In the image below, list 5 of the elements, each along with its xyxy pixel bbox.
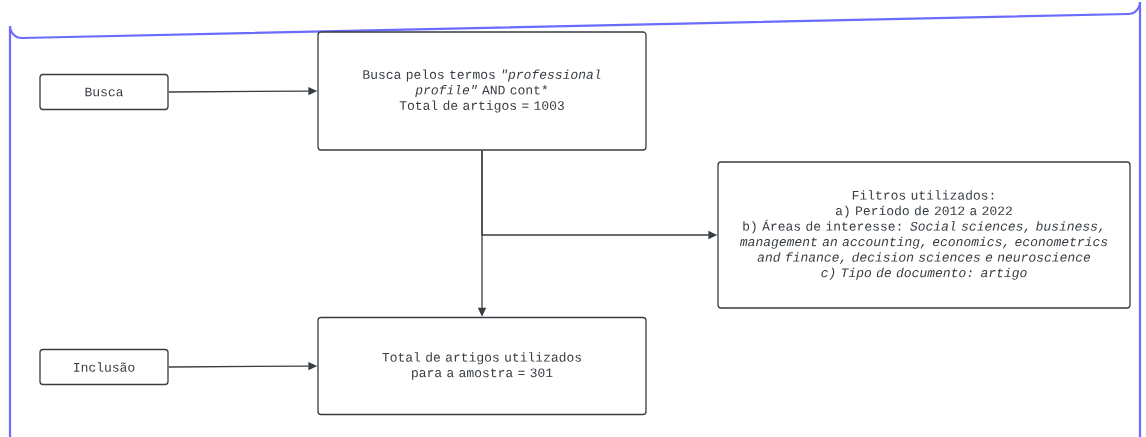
step-label-box: Busca <box>39 73 169 111</box>
process-box: Filtros utilizados: a) Período de 2012 a 2022 b) Áreas de interesse: Social sciences, business, management an accounting, economics, econometrics and finance, decision sciences e neuroscience c) Tipo de documento: artigo <box>717 161 1131 309</box>
step-label-box: Inclusão <box>39 348 169 386</box>
process-box: Busca pelos termos "professional profile" AND cont* Total de artigos = 1003 <box>317 31 647 151</box>
process-box: Total de artigos utilizados para a amostra = 301 <box>317 316 647 416</box>
